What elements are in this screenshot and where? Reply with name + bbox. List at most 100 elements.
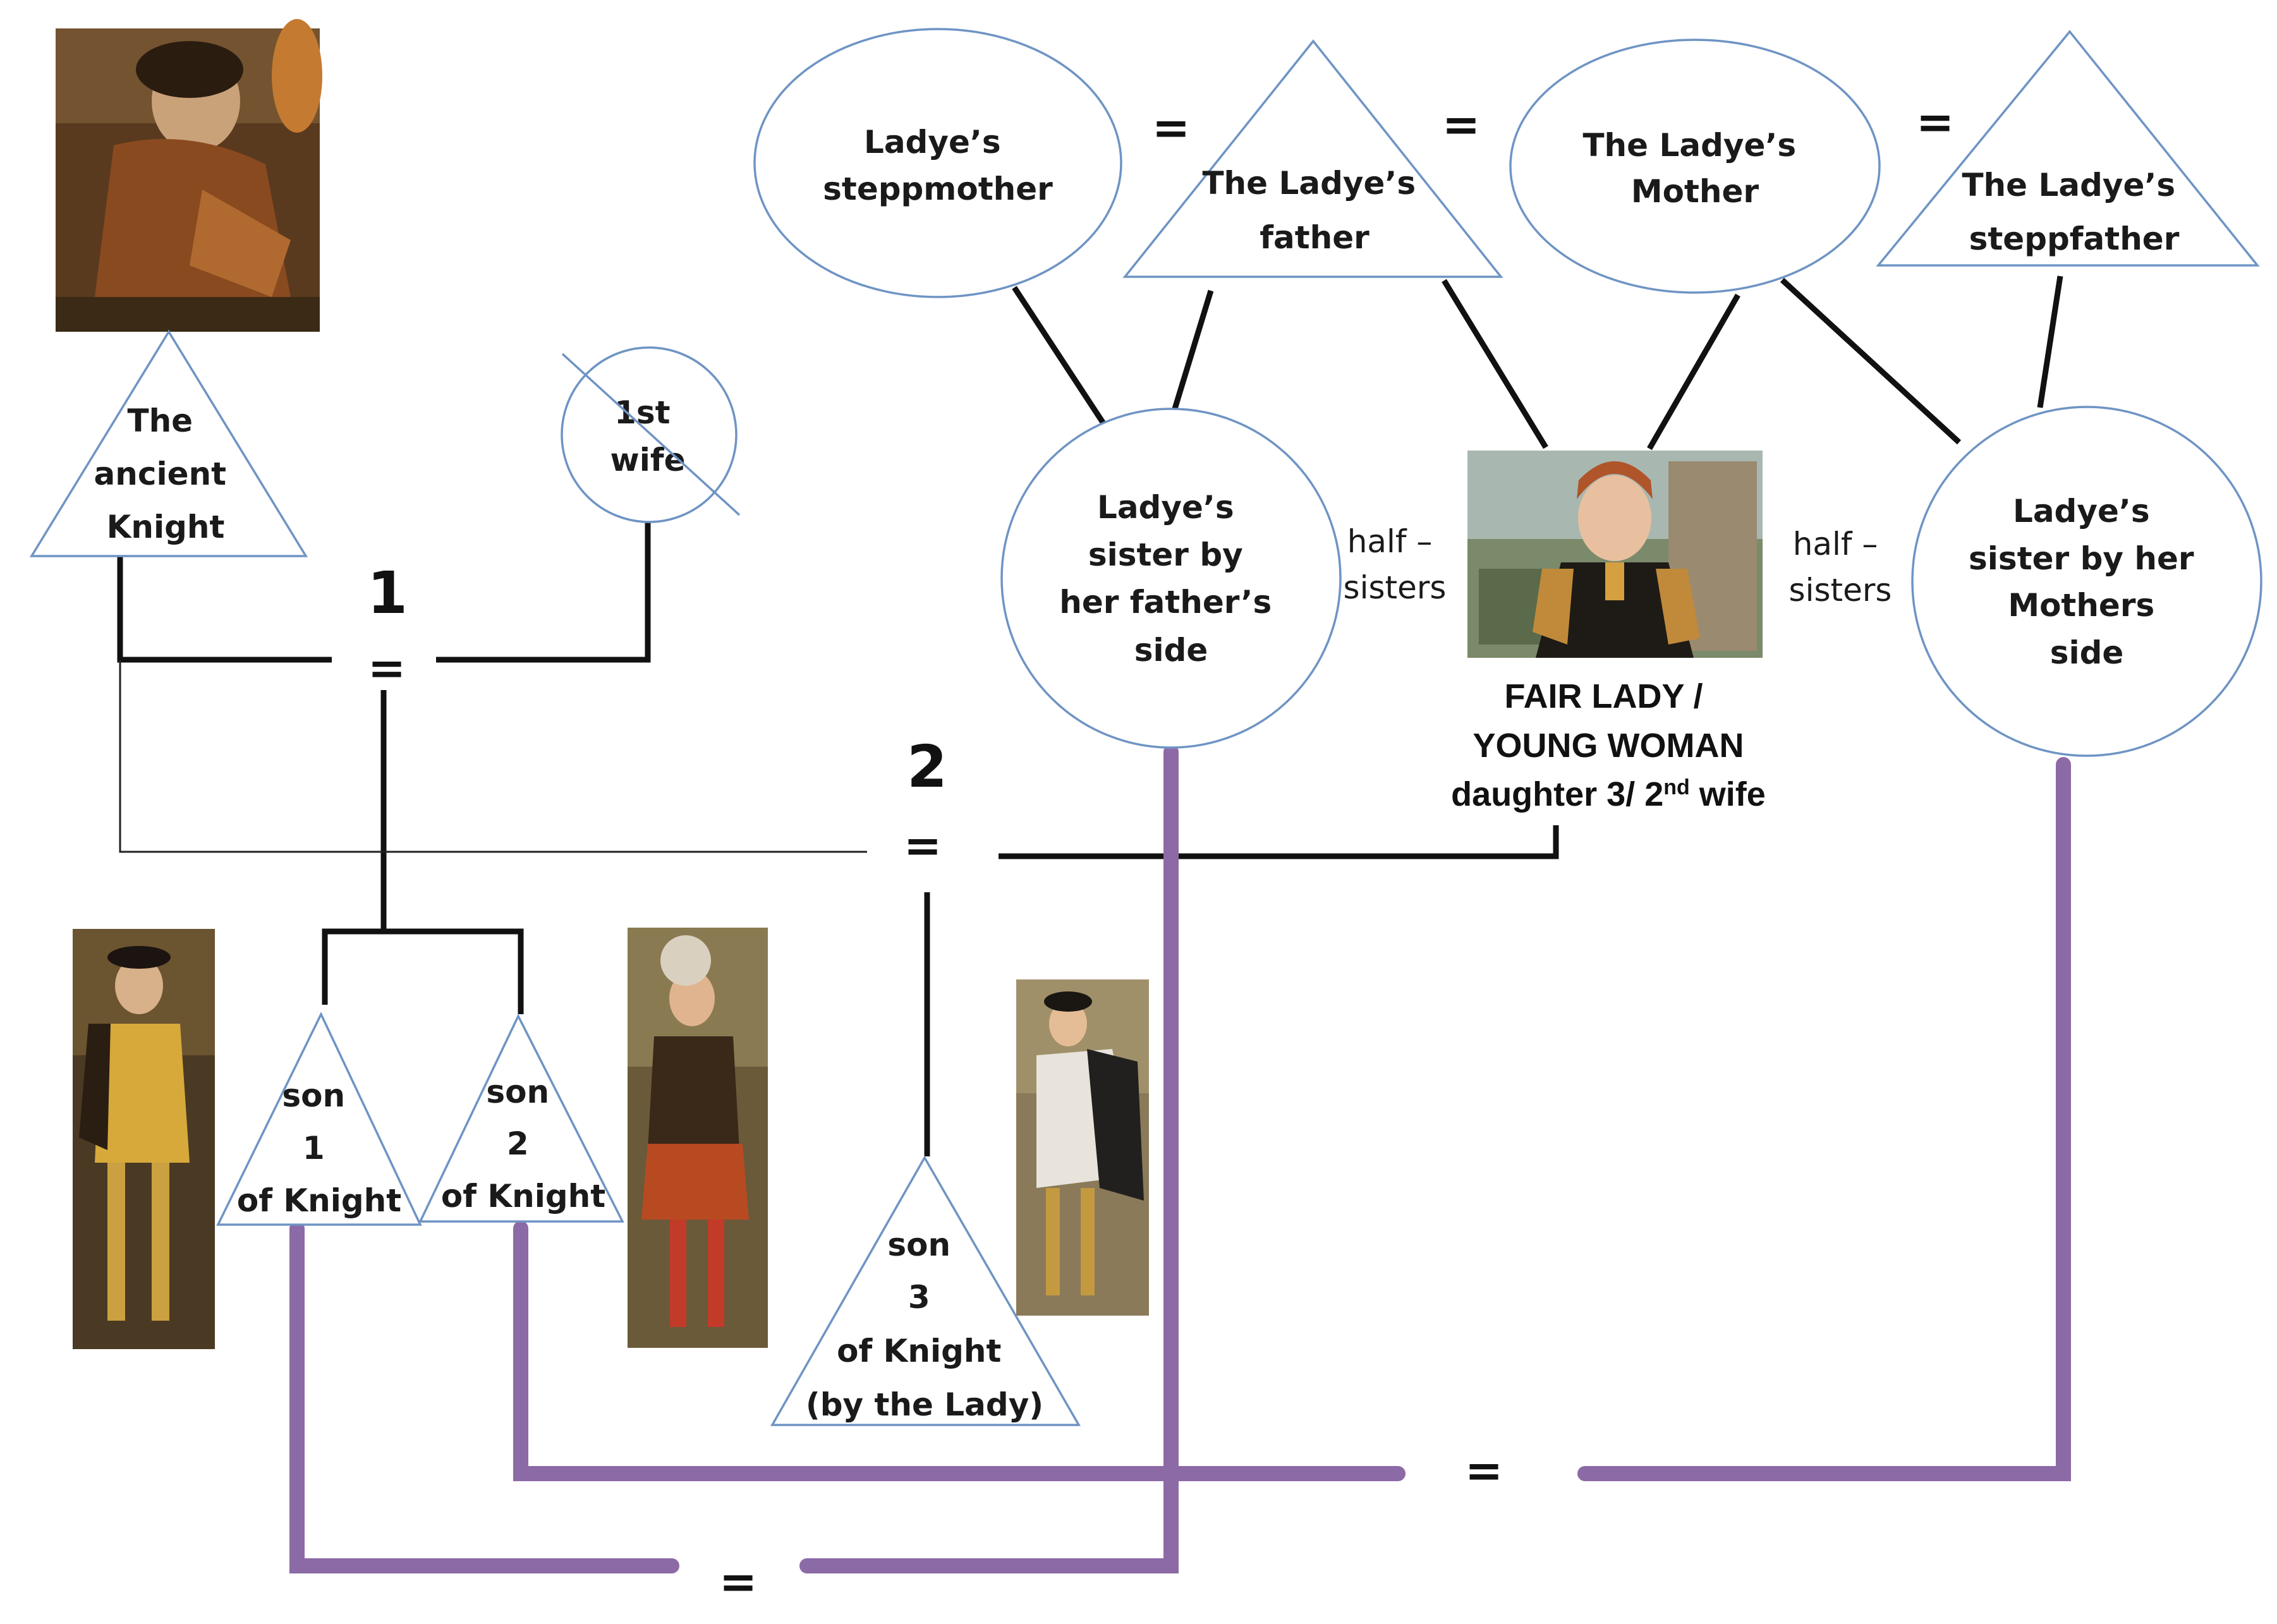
portrait-son3 <box>1016 979 1149 1316</box>
sister-father-side-label-4: side <box>1134 632 1208 669</box>
son1-label-1: son <box>282 1077 345 1114</box>
sister-father-side-label-1: Ladye’s <box>1097 489 1234 526</box>
marriage-2-number: 2 <box>907 733 947 801</box>
sister-mother-side-label-3: Mothers <box>2008 587 2154 624</box>
sister-mother-side-circle <box>1911 406 2262 757</box>
marriage-1-equals: = <box>368 641 406 694</box>
mother-node: The Ladye’s Mother <box>1509 39 1881 294</box>
svg-text:son 3 of Knight: son 3 of Knight (by the Lady) <box>806 1227 1043 1423</box>
sister-mother-side-label-4: side <box>2050 634 2124 671</box>
stepfather-node: The Ladye’s steppfather <box>1876 30 2260 267</box>
father-to-lady-line <box>1442 279 1548 449</box>
stepmother-label-1: Ladye’s <box>864 124 1001 161</box>
svg-text:The ancient Knight: The ancient Knight <box>94 403 238 545</box>
first-wife-circle <box>561 346 738 523</box>
fair-lady-caption-line-2: YOUNG WOMAN <box>1473 727 1744 765</box>
son1-label-3: of Knight <box>237 1182 401 1219</box>
stepfather-label-2: steppfather <box>1969 221 2180 257</box>
son3-label-1: son <box>887 1227 950 1263</box>
svg-text:son 1 of Knight: son 1 of Knight <box>237 1077 401 1219</box>
svg-text:FAIR LADY / YOUNG WOMAN: FAIR LADY / YOUNG WOMAN <box>1473 677 1744 765</box>
mother-label-2: Mother <box>1631 173 1759 210</box>
first-wife-node: 1st wife <box>561 346 741 523</box>
mother-to-lady-line <box>1647 293 1740 451</box>
sister-mother-side-node: Ladye’s sister by her Mothers side <box>1911 406 2262 757</box>
sister-mother-side-union-line <box>1577 757 2071 1481</box>
svg-text:Ladye’s sister by her: Ladye’s sister by her Mothers side <box>1969 493 2205 671</box>
mother-to-sister-line <box>1780 277 1962 445</box>
father-triangle <box>1122 39 1503 278</box>
son2-sister-equals: = <box>1465 1444 1503 1497</box>
svg-text:son 2 of Knight: son 2 of Knight <box>441 1074 605 1215</box>
portrait-fair-lady <box>1467 451 1763 658</box>
son1-sister-equals: = <box>719 1555 757 1608</box>
son2-union-line <box>513 1221 1406 1481</box>
stepmother-to-sister-line <box>1012 286 1108 429</box>
son2-label-3: of Knight <box>441 1178 605 1215</box>
stepmother-ellipse <box>753 28 1122 298</box>
svg-text:Ladye’s sister by: Ladye’s sister by her father’s side <box>1059 489 1282 669</box>
union-lines <box>289 744 2071 1573</box>
stepmother-father-equals: = <box>1152 101 1190 154</box>
stepmother-label-2: steppmother <box>823 171 1053 207</box>
ancient-knight-label-1: The <box>127 403 193 439</box>
father-node: The Ladye’s father <box>1122 39 1503 278</box>
father-label-2: father <box>1260 219 1369 256</box>
svg-text:The Ladye’s father: The Ladye’s father <box>1202 165 1426 256</box>
svg-text:The Ladye’s steppfather: The Ladye’s steppfather <box>1962 167 2186 257</box>
marriage-2-equals: = <box>904 819 942 872</box>
marriage-1-line-left <box>117 552 332 663</box>
father-label-1: The Ladye’s <box>1202 165 1416 202</box>
first-wife-deceased-strike <box>561 353 741 516</box>
marriage-symbols: 1 = 2 = = = = = = <box>367 95 1954 1608</box>
father-mother-equals: = <box>1442 98 1480 151</box>
svg-text:Ladye’s steppmother: Ladye’s steppmother <box>823 124 1053 207</box>
mother-stepfather-equals: = <box>1916 95 1954 148</box>
sister-father-side-node: Ladye’s sister by her father’s side <box>1000 408 1342 749</box>
fair-lady-caption-line-3: daughter 3/ 2nd wife <box>1451 775 1766 813</box>
son1-label-2: 1 <box>303 1130 325 1166</box>
son2-label-2: 2 <box>507 1125 529 1162</box>
svg-text:half – sisters: half – sisters <box>1789 526 1892 609</box>
half-sisters-right-label: half – sisters <box>1789 526 1892 609</box>
portrait-son2 <box>628 928 768 1348</box>
svg-text:1st wife: 1st wife <box>610 394 686 478</box>
mother-label-1: The Ladye’s <box>1582 127 1796 164</box>
half-sisters-left-label: half – sisters <box>1344 523 1447 606</box>
son3-label-2: 3 <box>908 1279 930 1316</box>
fair-lady-caption: FAIR LADY / YOUNG WOMAN daughter 3/ 2nd … <box>1451 677 1766 813</box>
son2-node: son 2 of Knight <box>418 1014 624 1223</box>
svg-text:half – sisters: half – sisters <box>1344 523 1447 606</box>
sister-father-side-label-2: sister by <box>1088 536 1243 573</box>
marriage-1-number: 1 <box>367 559 408 627</box>
marriage-2-line-right <box>999 825 1559 859</box>
mother-ellipse <box>1509 39 1881 294</box>
son3-label-3: of Knight <box>837 1333 1001 1369</box>
son1-union-line <box>289 1221 679 1573</box>
sister-mother-side-label-1: Ladye’s <box>2013 493 2150 530</box>
ancient-knight-node: The ancient Knight <box>29 329 308 557</box>
son2-label-1: son <box>486 1074 549 1110</box>
son2-triangle <box>418 1014 624 1223</box>
fair-lady-caption-line-1: FAIR LADY / <box>1504 677 1703 715</box>
sons-1-2-branch <box>322 928 524 1014</box>
portrait-ancient-knight <box>56 19 322 332</box>
marriage-1-line-right <box>436 518 651 663</box>
stepfather-triangle <box>1876 30 2260 267</box>
son1-triangle <box>216 1011 422 1226</box>
sister-mother-side-label-2: sister by her <box>1969 540 2194 577</box>
first-wife-label-2: wife <box>610 442 686 478</box>
sister-father-side-union-line <box>799 744 1179 1573</box>
stepmother-node: Ladye’s steppmother <box>753 28 1122 298</box>
ancient-knight-label-2: ancient <box>94 456 227 492</box>
svg-text:The Ladye’s Mother: The Ladye’s Mother <box>1582 127 1807 210</box>
son3-label-4: (by the Lady) <box>806 1386 1043 1423</box>
sister-father-side-circle <box>1000 408 1342 749</box>
stepfather-label-1: The Ladye’s <box>1962 167 2175 203</box>
son3-node: son 3 of Knight (by the Lady) <box>770 1155 1081 1426</box>
marriage-2-line-left <box>119 660 867 853</box>
son3-triangle <box>770 1155 1081 1426</box>
son1-node: son 1 of Knight <box>216 1011 422 1226</box>
kinship-lines <box>117 276 2063 1156</box>
